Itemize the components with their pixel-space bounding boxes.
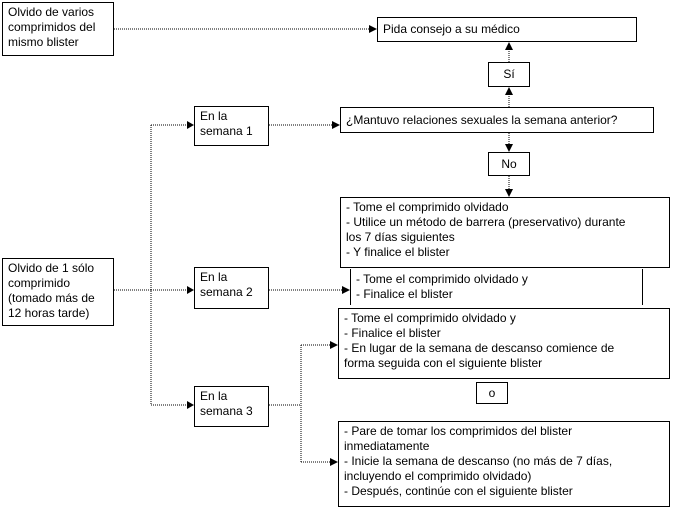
box-text-line: - Finalice el blister [356,287,453,301]
box-text-line: comprimidos del [8,20,96,34]
box-text-line: - En lugar de la semana de descanso comi… [344,341,615,355]
arrowhead [505,189,513,197]
box-pida-consejo: Pida consejo a su médico [377,17,637,42]
arrowhead [187,286,194,294]
box-text-line: - Pare de tomar los comprimidos del blis… [344,424,573,438]
box-text-line: semana 3 [200,404,253,418]
box-text-line: 12 horas tarde) [8,306,90,320]
arrowhead [369,25,377,33]
box-text-line: - Después, continúe con el siguiente bli… [344,484,573,498]
box-text-line: Olvido de 1 sólo [8,261,95,275]
box-text-line: forma seguida con el siguiente blister [344,356,543,370]
box-semana-2: En la semana 2 [194,267,269,309]
arrowhead [187,401,194,409]
box-instrucciones-semana-3a: - Tome el comprimido olvidado y - Finali… [338,308,670,379]
box-text-line: - Tome el comprimido olvidado [346,200,509,214]
arrowhead [505,144,513,152]
box-si: Sí [488,62,530,87]
box-semana-1: En la semana 1 [194,106,269,146]
box-text-line: incluyendo el comprimido olvidado) [344,469,532,483]
arrowhead [505,42,513,50]
connector-semana3-split [269,345,302,462]
box-text-line: o [488,386,496,400]
box-text-line: - Inicie la semana de descanso (no más d… [344,454,613,468]
connector-uno-trunk [114,125,152,405]
box-text-line: En la [200,270,228,284]
box-olvido-varios: Olvido de varios comprimidos del mismo b… [2,2,114,56]
box-text-line: En la [200,389,228,403]
box-text-line: Pida consejo a su médico [383,22,520,36]
box-text-line: semana 2 [200,285,253,299]
box-text-line: No [501,157,517,171]
box-text-line: inmediatamente [344,439,430,453]
box-text-line: comprimido [8,276,71,290]
arrowhead [505,87,513,95]
box-no: No [488,152,530,176]
box-text-line: - Tome el comprimido olvidado y [356,272,528,286]
box-text-line: - Finalice el blister [344,326,441,340]
box-olvido-uno: Olvido de 1 sólo comprimido (tomado más … [2,258,114,326]
box-semana-3: En la semana 3 [194,386,269,427]
arrowhead [330,458,338,466]
arrowhead [332,121,340,129]
box-text-line: Olvido de varios [8,5,95,19]
box-text-line: - Tome el comprimido olvidado y [344,311,516,325]
box-instrucciones-no: - Tome el comprimido olvidado - Utilice … [340,197,670,268]
box-text-line: - Y finalice el blister [346,245,450,259]
box-text-line: - Utilice un método de barrera (preserva… [346,215,626,229]
box-text-line: Sí [503,67,515,81]
box-pregunta-relaciones: ¿Mantuvo relaciones sexuales la semana a… [340,107,654,133]
box-text-line: mismo blister [8,35,79,49]
arrowhead [342,286,350,294]
box-text-line: ¿Mantuvo relaciones sexuales la semana a… [346,113,618,127]
box-instrucciones-semana-2: - Tome el comprimido olvidado y - Finali… [350,269,643,305]
box-text-line: (tomado más de [8,291,95,305]
box-text-line: semana 1 [200,124,253,138]
box-o: o [476,382,508,404]
box-text-line: los 7 días siguientes [346,230,455,244]
box-instrucciones-semana-3b: - Pare de tomar los comprimidos del blis… [338,421,670,507]
arrowhead [187,121,194,129]
arrowhead [330,341,338,349]
box-text-line: En la [200,109,228,123]
